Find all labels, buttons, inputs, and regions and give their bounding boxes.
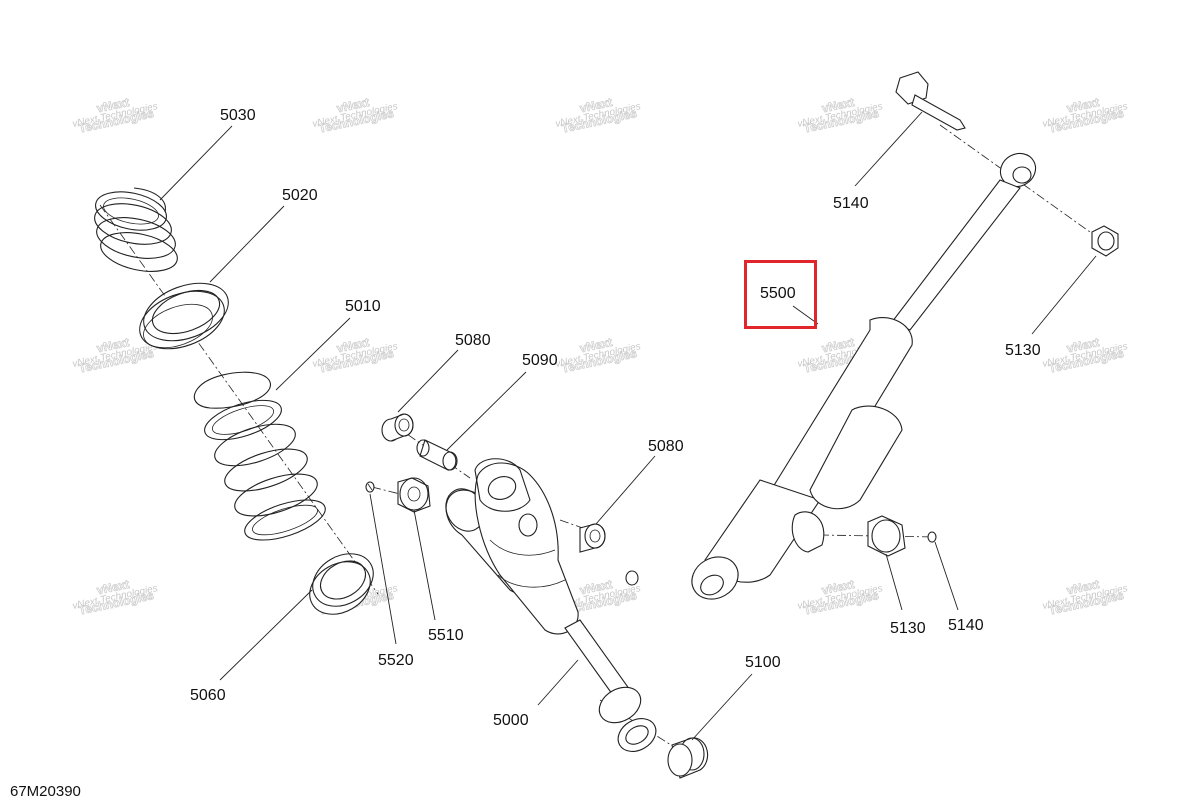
part-5080-bushing-right xyxy=(579,523,606,553)
part-5500-damper xyxy=(691,152,1037,600)
part-5000-shock-absorber xyxy=(445,458,657,752)
part-label-5020: 5020 xyxy=(282,187,318,204)
part-5030-coil-spring-top xyxy=(94,187,178,272)
part-5080-bushing-left xyxy=(381,413,414,442)
part-label-5100: 5100 xyxy=(745,654,781,671)
part-5020-spring-seat xyxy=(139,282,229,350)
part-label-5000: 5000 xyxy=(493,712,529,729)
part-5130-knob-bottom xyxy=(867,515,906,557)
part-label-5510: 5510 xyxy=(428,627,464,644)
part-label-5140: 5140 xyxy=(833,195,869,212)
part-label-5130: 5130 xyxy=(890,620,926,637)
part-5510-adjuster-knob xyxy=(397,477,431,513)
part-5140-screw-bottom xyxy=(927,531,937,543)
part-label-5520: 5520 xyxy=(378,652,414,669)
part-label-5090: 5090 xyxy=(522,352,558,369)
leader-lines xyxy=(159,111,1097,741)
part-labels: 5030 5020 5010 5060 5080 5090 5080 5520 5510 5000… xyxy=(190,107,1041,729)
part-5520-screw xyxy=(365,481,375,493)
part-label-5010: 5010 xyxy=(345,298,381,315)
highlight-box-5500 xyxy=(744,260,817,329)
part-5090-sleeve xyxy=(416,439,458,471)
part-label-5140: 5140 xyxy=(948,617,984,634)
part-5130-nut-top xyxy=(1091,225,1119,257)
part-5100-bushing xyxy=(667,737,709,779)
part-label-5500: 5500 xyxy=(760,285,796,302)
part-label-5130: 5130 xyxy=(1005,342,1041,359)
part-5140-bolt-top xyxy=(895,71,966,131)
part-5060-lower-seat xyxy=(309,553,374,615)
part-label-5080: 5080 xyxy=(455,332,491,349)
part-label-5060: 5060 xyxy=(190,687,226,704)
part-5010-main-spring xyxy=(193,371,326,541)
part-label-5030: 5030 xyxy=(220,107,256,124)
part-label-5080: 5080 xyxy=(648,438,684,455)
document-code: 67M20390 xyxy=(10,783,81,800)
